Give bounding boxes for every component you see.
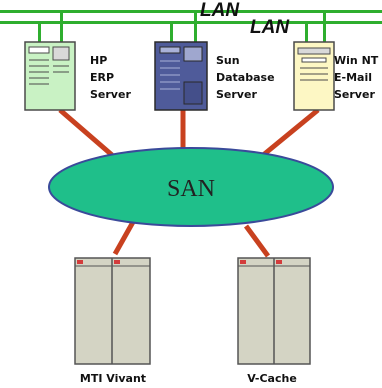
link-hp-san bbox=[58, 108, 114, 157]
storage-v-cache: V-Cache bbox=[237, 257, 311, 385]
san-node: SAN bbox=[48, 147, 334, 227]
lan-line-top bbox=[0, 10, 382, 13]
storage-mti-vivant: MTI Vivant bbox=[74, 257, 151, 385]
storage-label: MTI Vivant bbox=[80, 372, 146, 385]
server-sun-database: Sun Database Server bbox=[154, 41, 275, 111]
link-win-san bbox=[260, 108, 320, 158]
drop-hp-2 bbox=[60, 13, 63, 44]
server-san-links bbox=[58, 108, 320, 158]
server-label-line: Server bbox=[90, 88, 131, 101]
server-label-line: ERP bbox=[90, 71, 114, 84]
lan-label-2: LAN bbox=[250, 17, 290, 38]
tower-server-icon bbox=[24, 41, 76, 111]
server-hp-erp: HP ERP Server bbox=[24, 41, 131, 111]
server-label-line: Server bbox=[216, 88, 257, 101]
server-label-line: Win NT bbox=[334, 54, 379, 67]
storage-array-icon bbox=[237, 257, 311, 365]
storage-label: V-Cache bbox=[247, 372, 297, 385]
link-san-mti bbox=[112, 220, 136, 256]
storage-array-icon bbox=[74, 257, 151, 365]
drop-hp bbox=[38, 24, 41, 44]
tower-server-icon bbox=[293, 41, 335, 111]
san-label: SAN bbox=[167, 176, 215, 202]
lan-label-1: LAN bbox=[200, 0, 240, 21]
server-label-line: Sun bbox=[216, 54, 240, 67]
link-san-vcache bbox=[243, 224, 271, 258]
server-label-line: Database bbox=[216, 71, 275, 84]
lan-line-bottom bbox=[0, 21, 382, 24]
drop-win-2 bbox=[323, 13, 326, 44]
server-label-line: E-Mail bbox=[334, 71, 372, 84]
drop-sun-2 bbox=[194, 13, 197, 44]
drop-sun bbox=[170, 24, 173, 44]
lan-bus: LAN LAN bbox=[0, 0, 382, 38]
drop-win bbox=[305, 24, 308, 44]
server-label-line: Server bbox=[334, 88, 375, 101]
lan-drops bbox=[38, 13, 326, 44]
server-label-line: HP bbox=[90, 54, 107, 67]
tower-server-icon bbox=[154, 41, 208, 111]
san-ellipse bbox=[48, 147, 334, 227]
server-winnt-email: Win NT E-Mail Server bbox=[293, 41, 379, 111]
san-storage-links bbox=[112, 220, 271, 258]
